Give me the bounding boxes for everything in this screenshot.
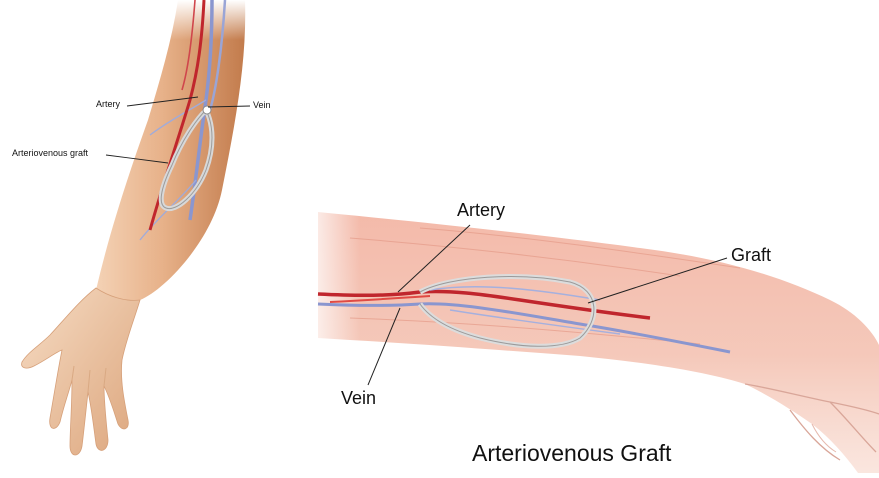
- left-hand: [22, 288, 140, 455]
- label-artery-right: Artery: [457, 200, 505, 221]
- left-arm-illustration: [22, 0, 260, 455]
- left-forearm: [96, 0, 245, 300]
- right-arm-illustration: [300, 205, 879, 473]
- label-graft-left: Arteriovenous graft: [12, 148, 88, 158]
- label-artery-left: Artery: [96, 99, 120, 109]
- label-vein-right: Vein: [341, 388, 376, 409]
- label-vein-left: Vein: [253, 100, 271, 110]
- right-forearm: [318, 212, 879, 473]
- label-graft-right: Graft: [731, 245, 771, 266]
- diagram-title: Arteriovenous Graft: [472, 440, 671, 467]
